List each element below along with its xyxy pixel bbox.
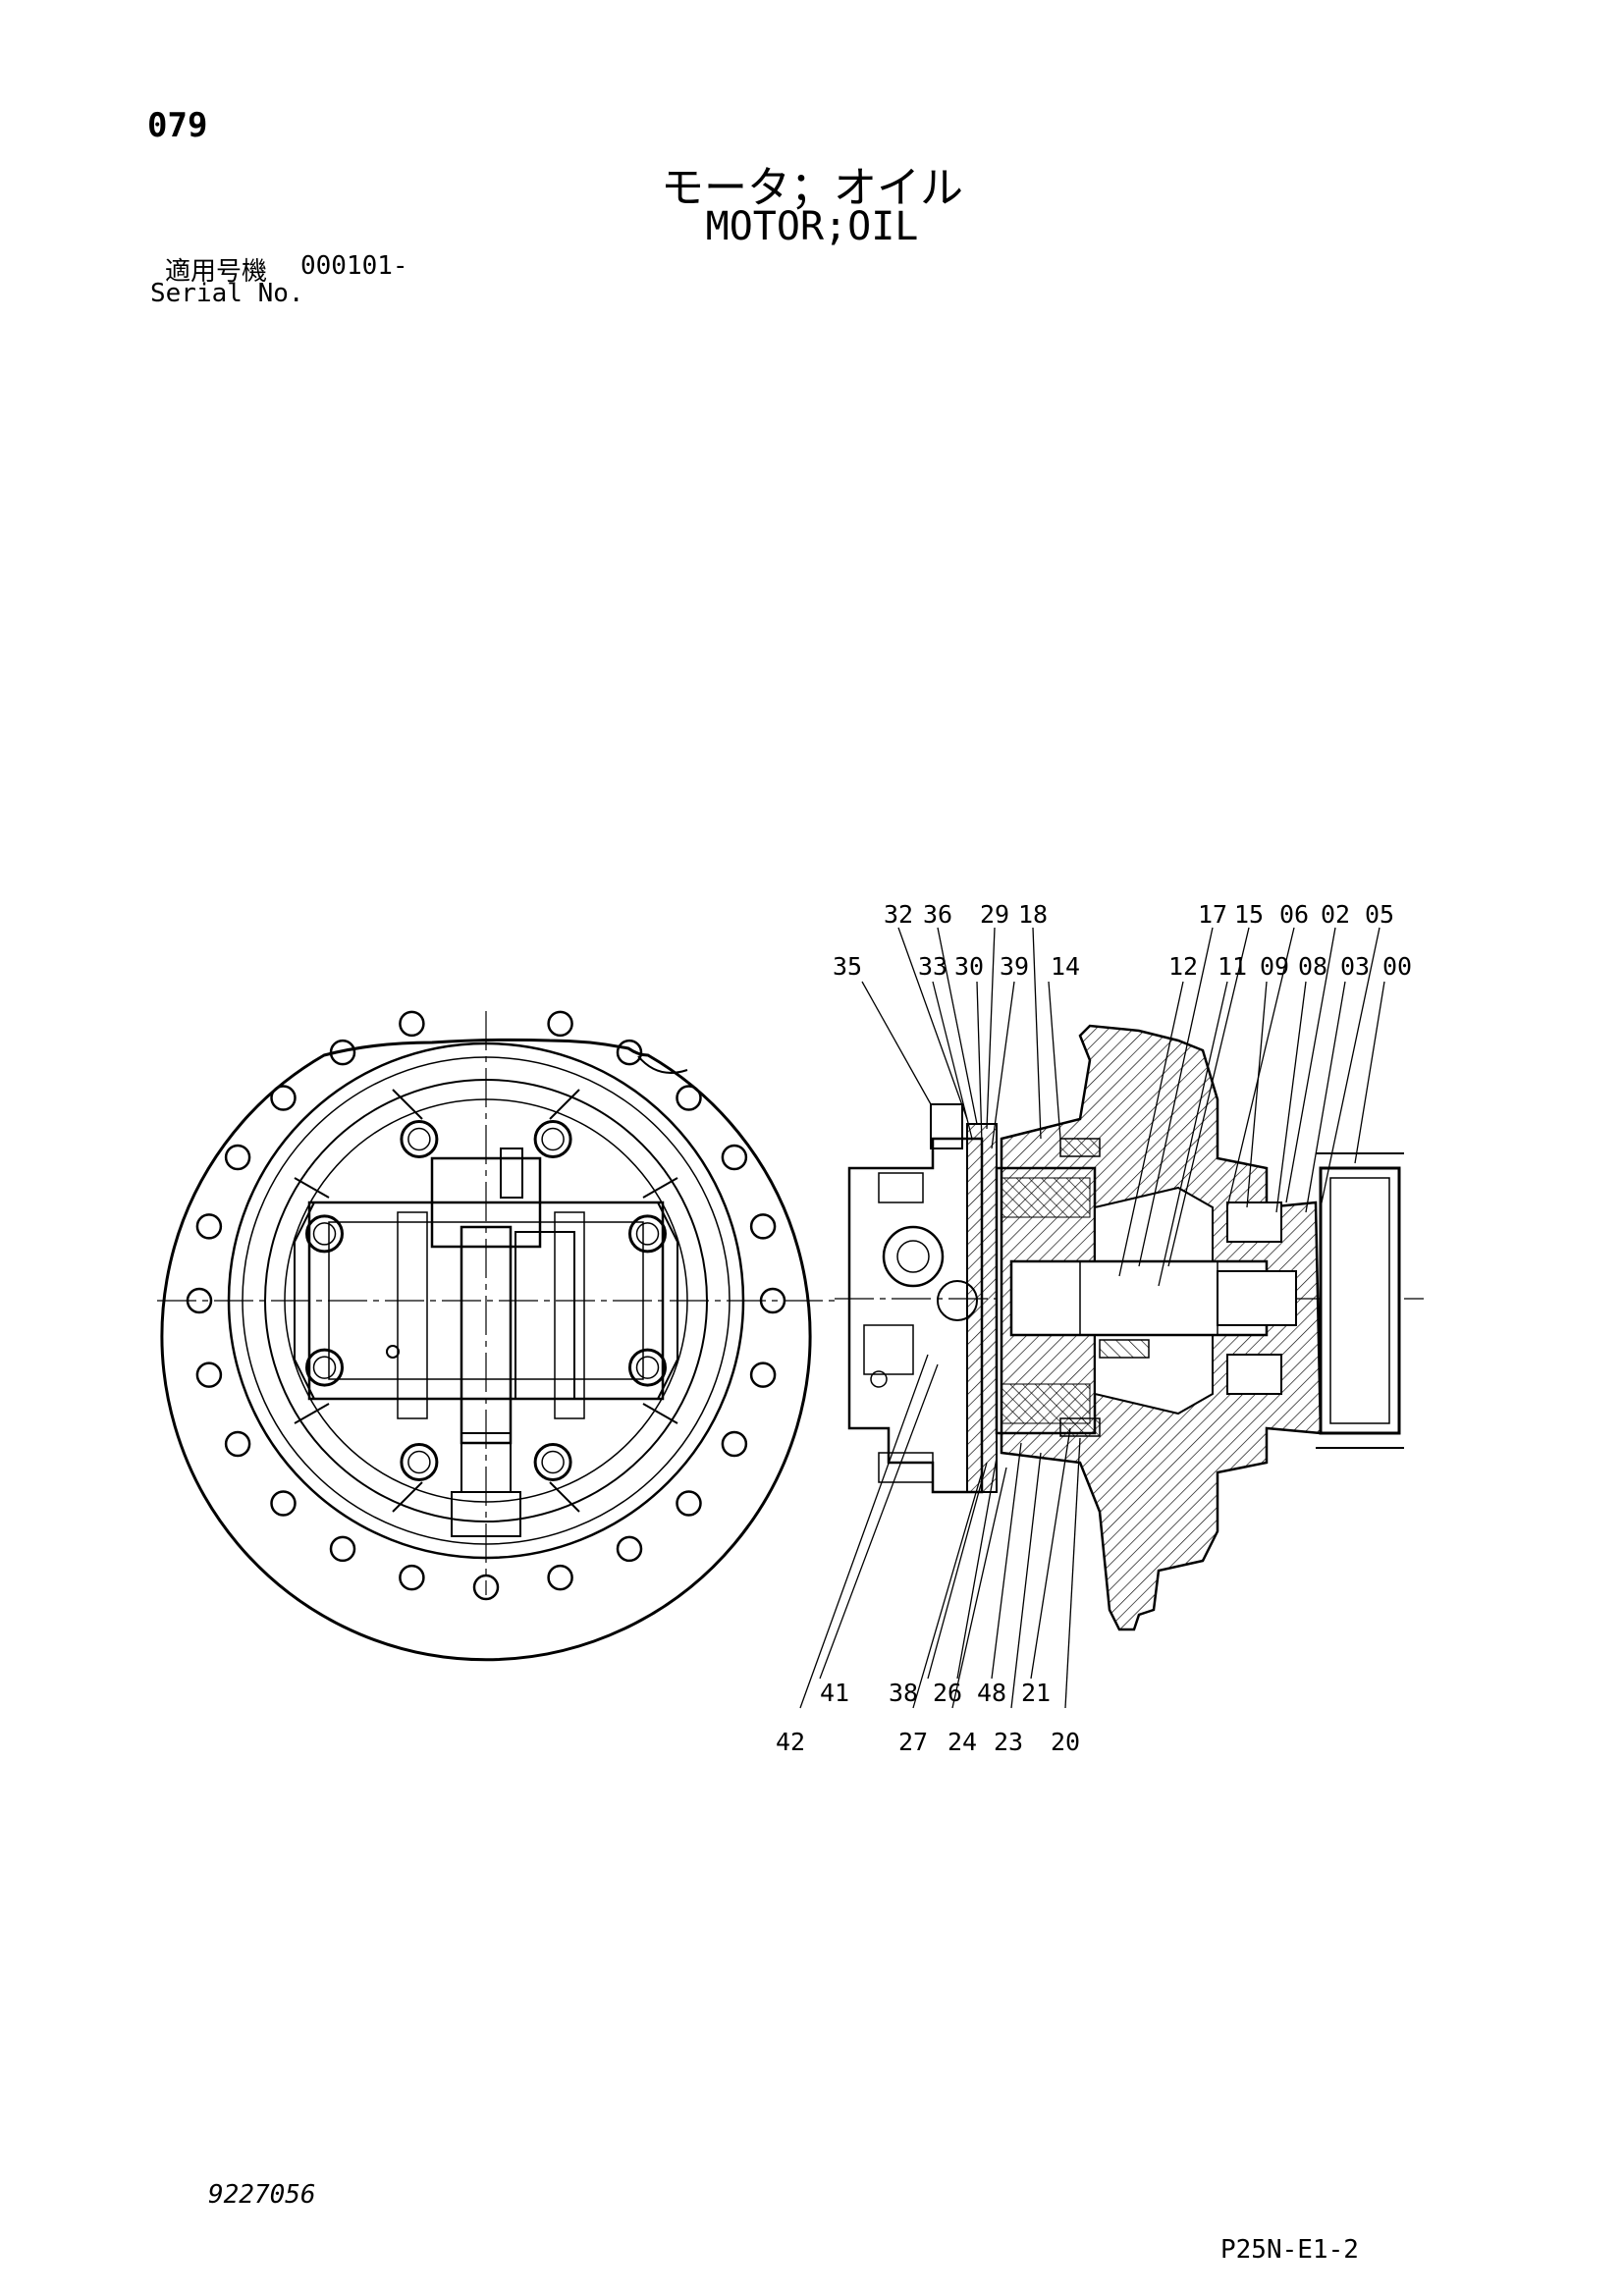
- bolt-hole: [676, 1085, 702, 1111]
- part-label: 26: [933, 1679, 962, 1707]
- bolt-hole: [749, 1213, 777, 1240]
- bolt-hole: [186, 1287, 213, 1314]
- part-label: 20: [1051, 1728, 1080, 1756]
- bolt-hole: [721, 1144, 748, 1171]
- serial-label-english: Serial No.: [150, 279, 304, 308]
- bolt-hole: [759, 1287, 786, 1314]
- part-label: 30: [954, 952, 984, 981]
- inner-bolt: [312, 1222, 337, 1246]
- inner-bolt: [533, 1443, 572, 1481]
- bolt-hole: [472, 1574, 500, 1601]
- bolt-hole: [676, 1490, 702, 1517]
- part-labels: 32 36 29 18 17 15 06 02 05 35 33 30 39 1…: [776, 900, 1412, 1756]
- part-label: 09: [1260, 952, 1289, 981]
- part-label: 35: [833, 952, 862, 981]
- inner-bolts: [305, 1120, 667, 1481]
- inner-bolt: [628, 1214, 667, 1254]
- inner-bolt: [400, 1120, 439, 1158]
- page-title-english: MOTOR;OIL: [705, 204, 919, 249]
- part-label: 36: [923, 900, 952, 929]
- part-label: 29: [980, 900, 1009, 929]
- bolt-hole: [399, 1010, 425, 1038]
- part-label: 08: [1298, 952, 1327, 981]
- inner-bolt: [635, 1356, 660, 1379]
- bolt-hole: [270, 1085, 297, 1111]
- part-label: 17: [1198, 900, 1227, 929]
- bolt-hole: [195, 1362, 223, 1388]
- bolt-hole: [616, 1039, 643, 1066]
- part-label: 15: [1234, 900, 1264, 929]
- bolt-hole: [399, 1564, 425, 1591]
- part-label: 02: [1321, 900, 1350, 929]
- part-label: 41: [820, 1679, 849, 1707]
- part-label: 39: [1000, 952, 1029, 981]
- bolt-hole: [329, 1039, 356, 1066]
- part-label: 24: [947, 1728, 977, 1756]
- part-label: 48: [977, 1679, 1006, 1707]
- part-label: 06: [1279, 900, 1309, 929]
- section-view: [835, 1024, 1424, 1631]
- leader-lines: [799, 927, 1385, 1709]
- part-label: 11: [1218, 952, 1247, 981]
- bolt-hole: [749, 1362, 777, 1388]
- bolt-hole: [224, 1430, 251, 1458]
- inner-bolt: [407, 1127, 431, 1151]
- inner-bolt: [635, 1222, 660, 1246]
- part-label: 00: [1382, 952, 1412, 981]
- serial-value: 000101-: [300, 251, 408, 281]
- inner-bolt: [305, 1214, 344, 1254]
- part-label: 03: [1340, 952, 1370, 981]
- inner-bolt: [407, 1450, 431, 1474]
- inner-bolt: [628, 1348, 667, 1387]
- part-label: 18: [1018, 900, 1048, 929]
- bolt-hole: [721, 1430, 748, 1458]
- page-title-japanese: モータ；オイル: [661, 163, 963, 213]
- inner-bolt: [541, 1450, 565, 1474]
- page-number: 079: [147, 106, 208, 145]
- bolt-hole: [547, 1010, 573, 1038]
- part-label: 38: [889, 1679, 918, 1707]
- inner-bolt: [312, 1356, 337, 1379]
- serial-label-japanese: 適用号機: [165, 257, 268, 287]
- inner-bolt: [533, 1120, 572, 1158]
- part-label: 23: [994, 1728, 1023, 1756]
- part-label: 12: [1168, 952, 1198, 981]
- bolt-hole: [616, 1535, 643, 1563]
- part-label: 27: [898, 1728, 928, 1756]
- inner-bolt: [400, 1443, 439, 1481]
- part-label: 21: [1021, 1679, 1051, 1707]
- sheet-code: P25N-E1-2: [1220, 2235, 1359, 2265]
- bolt-hole: [270, 1490, 297, 1517]
- bolt-hole: [195, 1213, 223, 1240]
- bolt-hole: [329, 1535, 356, 1563]
- inner-bolt: [305, 1348, 344, 1387]
- flange-bolt-holes: [186, 1010, 786, 1601]
- part-label: 05: [1365, 900, 1394, 929]
- part-label: 14: [1051, 952, 1080, 981]
- part-label: 42: [776, 1728, 805, 1756]
- part-label: 33: [918, 952, 947, 981]
- part-label: 32: [884, 900, 913, 929]
- document-number: 9227056: [208, 2180, 316, 2210]
- bolt-hole: [224, 1144, 251, 1171]
- inner-bolt: [541, 1127, 565, 1151]
- bolt-hole: [547, 1564, 573, 1591]
- front-view: [157, 1010, 835, 1662]
